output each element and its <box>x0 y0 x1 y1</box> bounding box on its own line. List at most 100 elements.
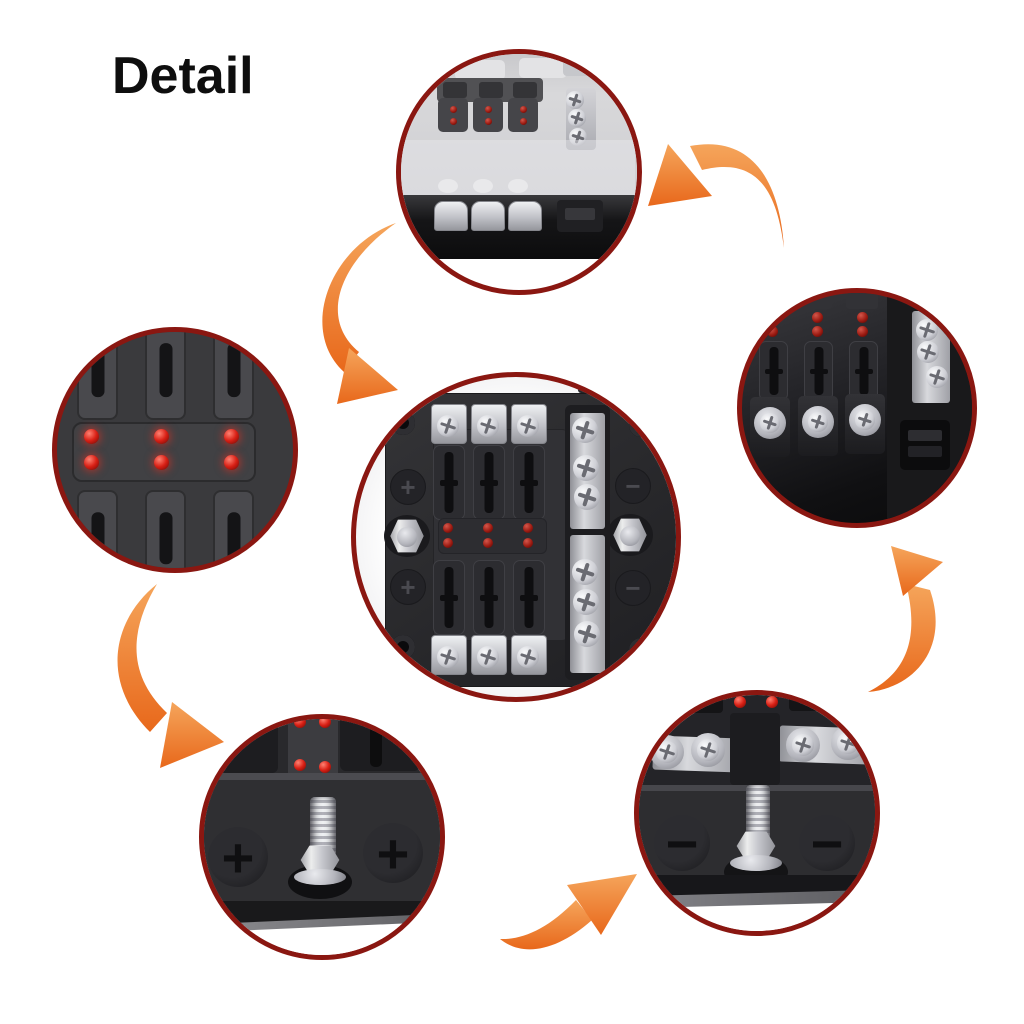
slot <box>846 293 878 309</box>
led-indicator <box>443 523 453 533</box>
screw <box>574 484 600 510</box>
cover-latch <box>455 60 505 80</box>
edge-highlight <box>204 773 440 780</box>
screw <box>566 91 584 109</box>
fuse-slot-module <box>77 490 118 568</box>
terminal-block <box>434 201 468 231</box>
callout-top-cover <box>396 49 642 295</box>
fuse-slot <box>849 341 878 401</box>
arrow-bottomright-to-right <box>868 546 943 692</box>
arrow-into-top-circle <box>648 144 784 248</box>
screw <box>477 646 499 668</box>
led-indicator <box>483 538 493 548</box>
led-indicator <box>84 455 99 470</box>
led-indicator <box>523 538 533 548</box>
screw <box>572 417 598 443</box>
led-indicator <box>520 106 527 113</box>
positive-mark: + <box>390 469 426 505</box>
slot <box>754 293 786 309</box>
callout-left-leds <box>52 327 298 573</box>
negative-mark: − <box>615 468 651 504</box>
slot-module <box>212 719 278 773</box>
led-window <box>508 98 538 132</box>
fuse-slot <box>513 445 545 520</box>
callout-center-product: + + − − <box>351 372 681 702</box>
connector-slot <box>908 446 942 457</box>
background-gap <box>639 901 875 931</box>
fuse-slot <box>759 341 788 401</box>
slot <box>800 293 832 309</box>
tab <box>578 681 606 693</box>
led-indicator <box>84 429 99 444</box>
connector-slot <box>908 430 942 441</box>
led-indicator <box>483 523 493 533</box>
tab <box>578 381 606 393</box>
fuse-glow <box>508 179 528 193</box>
led-indicator <box>294 759 306 771</box>
fuse-slot <box>473 445 505 520</box>
led-indicator <box>443 538 453 548</box>
fuse-slot <box>513 560 545 635</box>
terminal-block <box>471 201 505 231</box>
screw <box>792 734 814 756</box>
led-indicator <box>857 326 868 337</box>
screw <box>477 415 499 437</box>
led-indicator <box>485 106 492 113</box>
cover-latch <box>519 58 567 78</box>
page-title: Detail <box>112 47 254 105</box>
terminal-block <box>508 201 542 231</box>
metal-strip <box>563 56 603 76</box>
arrow-left-to-bottomleft <box>117 584 224 768</box>
led-indicator <box>319 761 331 773</box>
arrow-bottomleft-to-bottomright <box>500 874 637 950</box>
threaded-stud <box>310 797 336 855</box>
led-indicator <box>734 696 746 708</box>
slot <box>513 82 537 98</box>
slot <box>443 82 467 98</box>
mounting-hole <box>629 638 653 662</box>
led-indicator <box>523 523 533 533</box>
screw <box>917 341 939 363</box>
washer <box>294 869 346 885</box>
connector-slot <box>565 208 595 220</box>
led-indicator <box>520 118 527 125</box>
center-post <box>730 713 780 785</box>
fuse-slot-module <box>145 490 186 568</box>
screw <box>926 366 948 388</box>
screw <box>573 455 599 481</box>
positive-mark: + <box>390 569 426 605</box>
slot <box>370 723 382 767</box>
positive-mark: + <box>363 822 423 885</box>
led-indicator <box>767 326 778 337</box>
led-indicator <box>812 312 823 323</box>
negative-mark: − <box>654 812 710 875</box>
mounting-hole <box>391 635 415 659</box>
screw <box>760 413 780 433</box>
washer <box>730 855 782 871</box>
callout-right-terminals <box>737 288 977 528</box>
side-connector <box>900 420 950 470</box>
screw <box>437 415 459 437</box>
stud-top <box>397 527 417 547</box>
fuse-slot-module <box>145 332 186 420</box>
led-window <box>473 98 503 132</box>
led-indicator <box>767 312 778 323</box>
screw <box>568 109 586 127</box>
screw <box>572 559 598 585</box>
fuse-slot <box>433 560 465 635</box>
led-indicator <box>154 429 169 444</box>
slot <box>479 82 503 98</box>
screw <box>517 646 539 668</box>
negative-mark: − <box>799 812 855 875</box>
led-indicator <box>857 312 868 323</box>
fuse-slot-module <box>213 490 254 568</box>
screw <box>916 319 938 341</box>
fuse-glow <box>473 179 493 193</box>
fuse-slot-module <box>77 332 118 420</box>
led-indicator <box>450 118 457 125</box>
screw <box>808 412 828 432</box>
screw <box>656 741 678 763</box>
led-indicator <box>224 455 239 470</box>
fuse-glow <box>438 179 458 193</box>
